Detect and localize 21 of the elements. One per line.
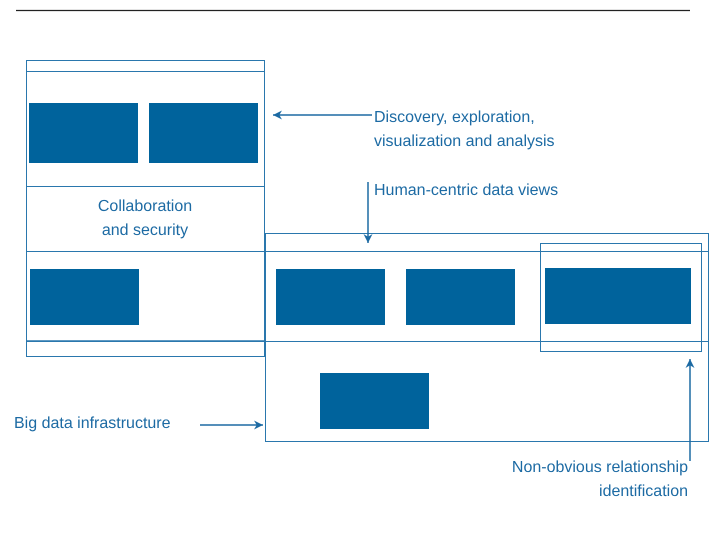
arrow: [686, 359, 694, 461]
arrow: [364, 182, 372, 243]
outline-box: [265, 233, 709, 442]
arrow: [273, 110, 372, 120]
filled-block: [320, 372, 428, 428]
label-text: Discovery, exploration, visualization and analysis: [374, 108, 556, 152]
label-text: Human-centric data views: [374, 181, 560, 201]
arrow: [200, 420, 263, 430]
outline-box: [26, 251, 709, 342]
filled-block: [30, 269, 139, 325]
filled-block: [149, 103, 258, 163]
outline-box: [540, 242, 702, 352]
outline-box: [26, 70, 264, 186]
label-text: Big data infrastructure: [14, 414, 172, 434]
label-text: Non-obvious relationship identification: [510, 458, 688, 502]
outline-box: [26, 60, 265, 357]
filled-block: [406, 269, 515, 325]
filled-block: [276, 269, 385, 325]
filled-block: [545, 268, 691, 324]
label-text: Collaboration and security: [96, 196, 194, 240]
filled-block: [29, 103, 138, 163]
